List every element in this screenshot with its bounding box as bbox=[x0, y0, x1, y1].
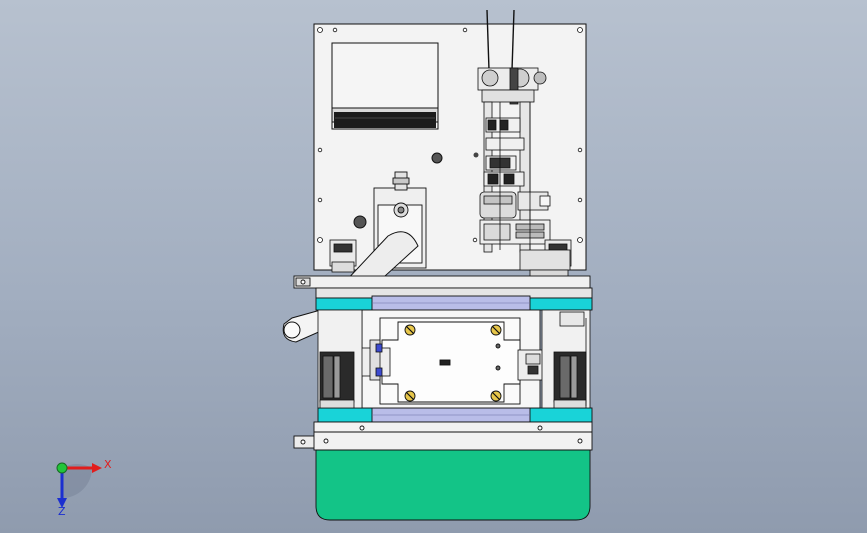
x-axis-arrow-icon bbox=[92, 463, 102, 473]
base-housing bbox=[293, 421, 593, 521]
y-axis-origin-icon bbox=[56, 462, 68, 474]
display-box bbox=[331, 42, 439, 130]
side-motors bbox=[317, 309, 591, 409]
fixture-plate bbox=[361, 309, 541, 409]
axis-triad bbox=[56, 462, 102, 508]
x-axis-label: X bbox=[104, 458, 112, 471]
z-axis-arrow-icon bbox=[57, 498, 67, 508]
z-axis-label: Z bbox=[58, 505, 66, 518]
wire-feed-mechanism bbox=[477, 9, 551, 253]
